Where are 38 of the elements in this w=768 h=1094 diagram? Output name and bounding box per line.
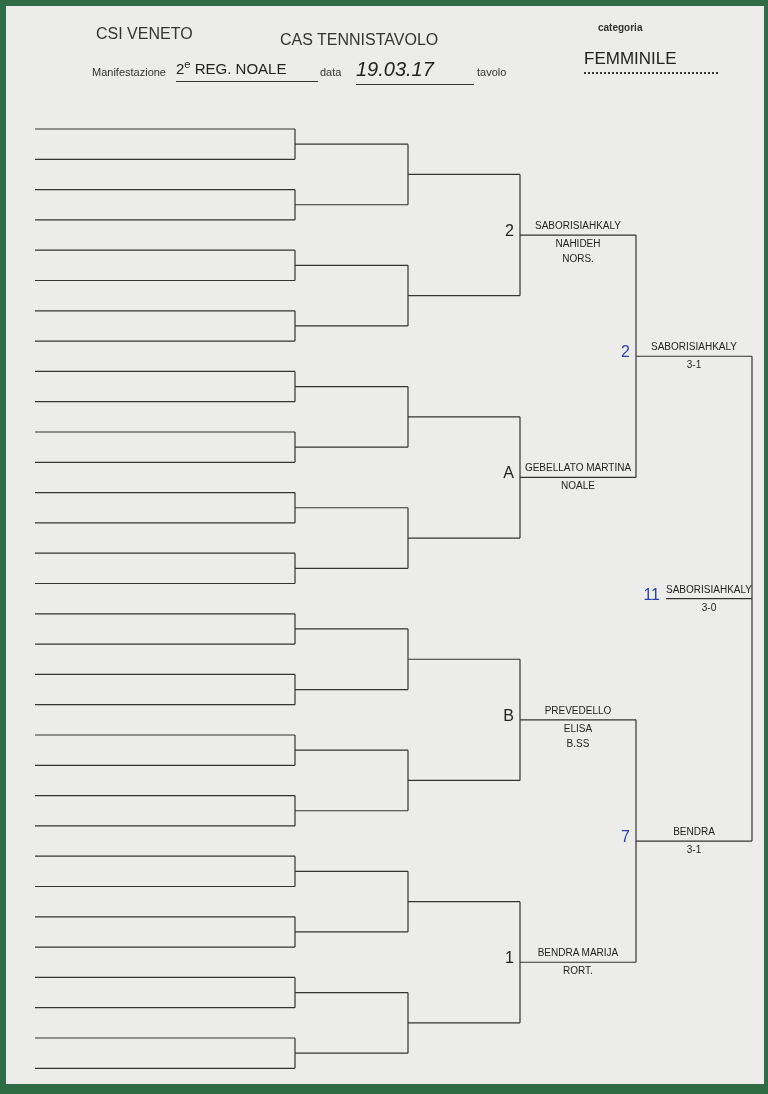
bracket-line [751,355,753,600]
header-text: 2$^{e}$ REG. NOALE [176,58,318,82]
header-text: categoria [598,21,643,35]
player-name: GEBELLATO MARTINA [524,461,632,476]
header-text: data [320,65,342,80]
bracket-line [635,355,637,479]
slot-note: 3-0 [701,600,717,615]
player-name: BENDRA MARIJA [537,946,619,961]
match-number: 1 [505,948,514,969]
header-text: FEMMINILE [584,46,718,74]
player-name: SABORISIAHKALY [666,582,752,597]
title: CAS TENNISTAVOLO [280,30,439,50]
bracket-line [635,840,637,963]
slot-note: 3-1 [686,843,702,858]
match-number: 11 [643,584,660,605]
header-text: Manifestazione [92,65,166,80]
header-text: CSI VENETO [96,24,193,44]
bracket-line [635,719,637,842]
slot-note: RORT. [563,964,593,979]
header-text: 19.03.17 [356,54,474,85]
header-text: tavolo [477,65,507,80]
player-name: SABORISIAHKALY [535,219,621,234]
match-number: 2 [505,221,514,242]
match-number: 7 [621,827,630,848]
slot-note: NAHIDEH [555,237,601,252]
slot-note: ELISA [563,721,593,736]
slot-note: 3-1 [686,358,702,373]
match-number: A [503,463,514,484]
bracket-line [635,234,637,357]
slot-note: NOALE [561,479,595,494]
slot-note: B.SS [566,736,590,751]
match-number: B [503,705,514,726]
slot-note: NORS. [562,252,594,267]
player-name: BENDRA [673,825,715,840]
player-name: SABORISIAHKALY [651,340,737,355]
player-name: PREVEDELLO [544,703,612,718]
match-number: 2 [621,342,630,363]
bracket-line [751,598,753,842]
